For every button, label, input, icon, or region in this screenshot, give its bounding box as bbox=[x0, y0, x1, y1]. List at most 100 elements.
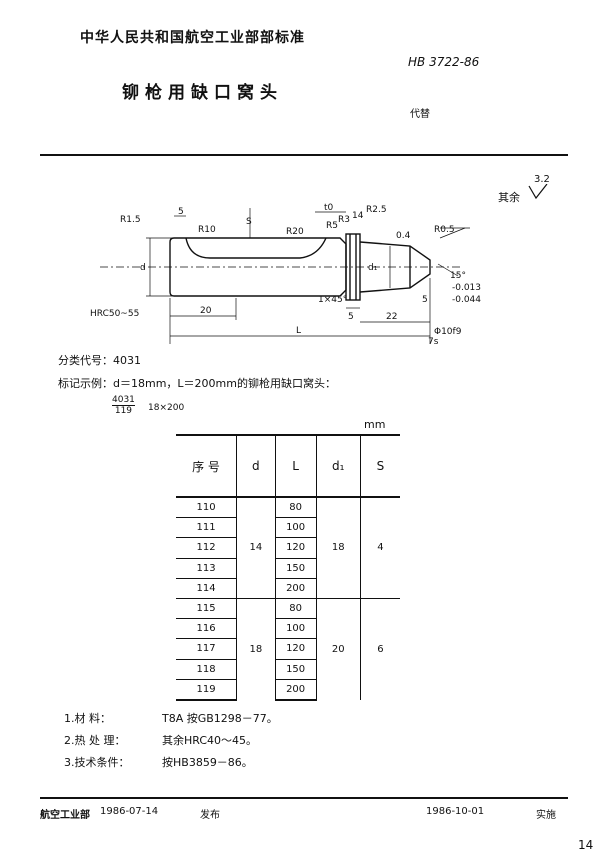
note-heat-treatment: 2.热 处 理： 其余HRC40～45。 bbox=[64, 730, 278, 752]
serial-cell: 114 bbox=[176, 577, 237, 599]
label-tolerance-upper: -0.013 bbox=[452, 283, 481, 293]
col-header-L: L bbox=[274, 434, 317, 498]
serial-cell: 116 bbox=[176, 618, 237, 639]
footer-rule bbox=[40, 797, 568, 799]
issuing-organization: 中华人民共和国航空工业部部标准 bbox=[80, 30, 305, 46]
table-unit: mm bbox=[364, 418, 386, 431]
page-number: 14 bbox=[578, 838, 594, 852]
classification-code: 分类代号：4031 bbox=[58, 352, 141, 368]
label-twenty: 20 bbox=[200, 306, 212, 316]
table-row: 112 120 bbox=[176, 537, 400, 559]
footer-issue-date: 1986-07-14 bbox=[100, 806, 159, 817]
label-r25: R2.5 bbox=[366, 205, 387, 215]
table-row: 119 200 bbox=[176, 678, 400, 701]
s-cell: 6 bbox=[359, 597, 400, 700]
serial-cell: 112 bbox=[176, 537, 237, 559]
label-d1: d₁ bbox=[368, 263, 378, 273]
col-header-d1: d₁ bbox=[315, 434, 361, 498]
label-t0: t0 bbox=[324, 203, 334, 213]
roughness-label: 其余 bbox=[498, 191, 520, 204]
marking-fraction: 4031 119 bbox=[112, 395, 135, 416]
d-cell: 18 bbox=[236, 597, 276, 700]
d1-cell: 18 bbox=[315, 496, 361, 599]
document-title: 铆枪用缺口窝头 bbox=[122, 83, 283, 103]
technical-drawing: R1.5 5 R10 S t0 R2.5 R20 R5 R3 14 R0.5 0… bbox=[90, 203, 481, 346]
serial-cell: 115 bbox=[176, 597, 237, 619]
table-row: 115 18 80 20 6 bbox=[176, 597, 400, 700]
table-row: 118 150 bbox=[176, 658, 400, 680]
L-cell: 120 bbox=[274, 638, 317, 659]
col-header-serial: 序 号 bbox=[176, 434, 237, 498]
label-r10: R10 bbox=[198, 225, 216, 235]
table-row: 117 120 bbox=[176, 638, 400, 659]
L-cell: 120 bbox=[274, 537, 317, 559]
serial-cell: 113 bbox=[176, 557, 237, 579]
standard-number: HB 3722-86 bbox=[408, 55, 480, 69]
label-sq: 7s bbox=[428, 337, 439, 346]
marking-example: 标记示例：d＝18mm，L＝200mm的铆枪用缺口窝头： bbox=[58, 375, 336, 391]
classification-label: 分类代号： bbox=[58, 354, 113, 367]
label-r3: R3 bbox=[338, 215, 350, 225]
footer-impl-label: 实施 bbox=[536, 810, 556, 821]
L-cell: 100 bbox=[274, 618, 317, 639]
L-cell: 80 bbox=[274, 597, 317, 619]
dimension-lines bbox=[100, 208, 470, 344]
note-key: 3.技术条件： bbox=[64, 756, 130, 769]
serial-cell: 110 bbox=[176, 496, 237, 518]
roughness-symbol-icon bbox=[528, 184, 548, 200]
note-key: 1.材 料： bbox=[64, 712, 111, 725]
L-cell: 150 bbox=[274, 658, 317, 680]
marking-size: 18×200 bbox=[148, 403, 185, 413]
serial-cell: 111 bbox=[176, 517, 237, 538]
label-hrc: HRC50~55 bbox=[90, 309, 139, 319]
footer-impl-date: 1986-10-01 bbox=[426, 806, 485, 817]
serial-cell: 119 bbox=[176, 678, 237, 701]
serial-cell: 118 bbox=[176, 658, 237, 680]
table-row: 116 100 bbox=[176, 618, 400, 639]
table-row: 111 100 bbox=[176, 517, 400, 538]
note-value: 按HB3859－86。 bbox=[162, 756, 253, 769]
serial-cell: 117 bbox=[176, 638, 237, 659]
label-five-a: 5 bbox=[178, 207, 184, 217]
label-r05: R0.5 bbox=[434, 225, 455, 235]
label-r04: 0.4 bbox=[396, 231, 411, 241]
label-chamfer: 1×45° bbox=[318, 295, 347, 305]
L-cell: 200 bbox=[274, 678, 317, 701]
label-s: S bbox=[246, 217, 252, 227]
footer-issuer: 航空工业部 bbox=[40, 810, 90, 821]
col-header-s: S bbox=[359, 434, 400, 498]
note-value: T8A 按GB1298－77。 bbox=[162, 712, 278, 725]
replaces-label: 代替 bbox=[410, 109, 430, 120]
s-cell: 4 bbox=[359, 496, 400, 599]
label-tolerance-lower: -0.044 bbox=[452, 295, 481, 305]
roughness-value: 3.2 bbox=[534, 174, 550, 185]
label-five-b: 5 bbox=[422, 295, 428, 305]
label-d: d bbox=[140, 263, 146, 273]
marking-text: d＝18mm，L＝200mm的铆枪用缺口窝头： bbox=[113, 377, 336, 390]
table-row: 110 14 80 18 4 bbox=[176, 496, 400, 599]
label-twentytwo: 22 bbox=[386, 312, 397, 322]
marking-num-bottom: 119 bbox=[114, 406, 133, 416]
label-phi: Φ10f9 bbox=[434, 327, 462, 337]
note-material: 1.材 料： T8A 按GB1298－77。 bbox=[64, 708, 278, 730]
d1-cell: 20 bbox=[315, 597, 361, 700]
classification-value: 4031 bbox=[113, 354, 141, 367]
L-cell: 80 bbox=[274, 496, 317, 518]
marking-num-top: 4031 bbox=[112, 395, 135, 406]
note-tech-conditions: 3.技术条件： 按HB3859－86。 bbox=[64, 752, 278, 774]
table-row: 113 150 bbox=[176, 557, 400, 579]
label-ang14: 14 bbox=[352, 211, 364, 221]
L-cell: 100 bbox=[274, 517, 317, 538]
table-row: 114 200 bbox=[176, 577, 400, 599]
label-r15: R1.5 bbox=[120, 215, 141, 225]
spec-table: 序 号 d L d₁ S 110 14 80 18 4 111 100 112 … bbox=[176, 434, 400, 701]
label-five-c: 5 bbox=[348, 312, 354, 322]
footer-issue-label: 发布 bbox=[200, 810, 220, 821]
marking-label: 标记示例： bbox=[58, 377, 113, 390]
note-key: 2.热 处 理： bbox=[64, 734, 126, 747]
technical-notes: 1.材 料： T8A 按GB1298－77。 2.热 处 理： 其余HRC40～… bbox=[64, 708, 278, 774]
col-header-d: d bbox=[236, 434, 276, 498]
L-cell: 200 bbox=[274, 577, 317, 599]
d-cell: 14 bbox=[236, 496, 276, 599]
label-length: L bbox=[296, 326, 301, 336]
